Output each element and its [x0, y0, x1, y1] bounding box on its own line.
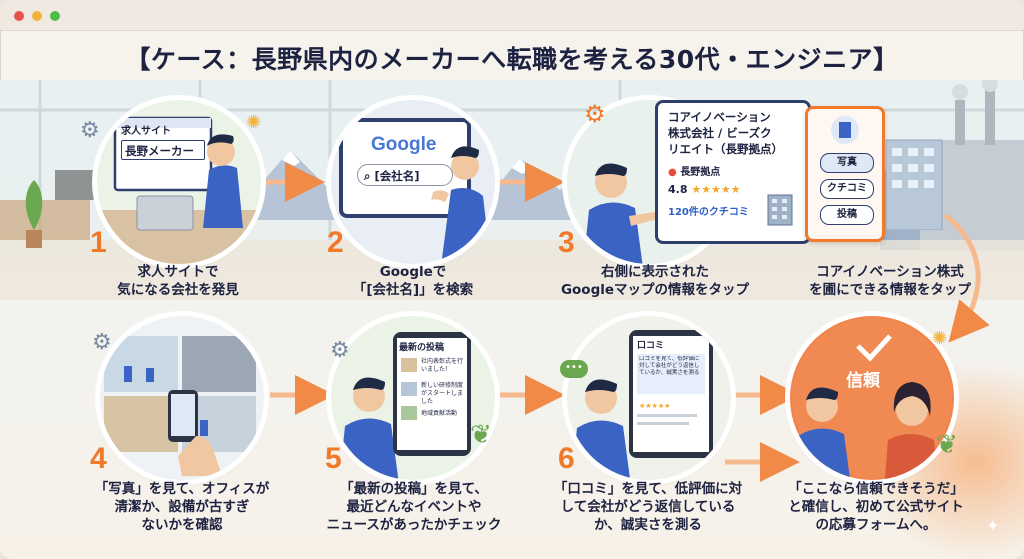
building-icon: [831, 116, 859, 144]
plant-icon: ❦: [470, 420, 492, 450]
job-site-search[interactable]: 長野メーカー: [121, 140, 205, 160]
lightbulb-icon: ✺: [246, 112, 262, 133]
photos-grid-scene: [104, 336, 256, 476]
business-name: コアイノベーション 株式会社 / ビーズク リエイト（長野拠点）: [668, 109, 783, 157]
latest-posts-heading: 最新の投稿: [399, 343, 445, 353]
step-4-caption-line-3: ないかを確認: [141, 517, 223, 533]
page-title: 【ケース：長野県内のメーカーへ転職を考える30代・エンジニア】: [125, 45, 899, 74]
window-titlebar: [0, 0, 1024, 31]
step-1-number: 1: [90, 226, 107, 259]
google-logo: Google: [371, 134, 437, 155]
lightbulb-icon: ✺: [932, 328, 948, 349]
step-7-illustration: 信頼: [790, 316, 954, 480]
business-name-line-2: 株式会社 / ビーズク: [668, 126, 772, 140]
step-2-caption-line-2: 「[会社名]」を検索: [352, 282, 474, 298]
chat-bubble-icon: •••: [560, 360, 588, 378]
step-1-caption: 求人サイトで 気になる会社を発見: [88, 263, 268, 299]
step-6-illustration: ★★★★★ 口コミ 口コミを見て、低評価に対して会社がどう返信しているか、誠実さ…: [567, 316, 731, 480]
step-2-caption-line-1: Googleで: [379, 264, 447, 280]
step-7-caption: 「ここなら信頼できそうだ」 と確信し、初めて公式サイト の応募フォームへ。: [776, 480, 976, 534]
minimize-window-button[interactable]: [32, 11, 42, 21]
step-1-caption-line-1: 求人サイトで: [137, 264, 219, 280]
office-building-icon: [767, 194, 793, 226]
step-5-illustration: 最新の投稿 社内表彰式を行いました！ 新しい研修制度がスタートしました 地域貢献…: [331, 316, 495, 480]
google-search-input[interactable]: ⌕ [会社名]: [357, 164, 453, 186]
step-2-number: 2: [327, 226, 344, 259]
plant-icon: ❦: [936, 430, 958, 460]
business-stars: ★★★★★: [691, 183, 741, 196]
step-4-caption: 「写真」を見て、オフィスが 清潔か、設備が古すぎ ないかを確認: [84, 480, 280, 534]
business-name-line-1: コアイノベーション: [668, 110, 771, 124]
trust-scene: [792, 318, 952, 480]
business-location-row: ● 長野拠点: [668, 163, 720, 178]
map-pin-icon: ●: [668, 167, 677, 178]
step-6-caption-line-3: か、誠実さを測る: [594, 517, 702, 533]
step-3b-caption-line-2: を圃にできる情報をタップ: [809, 282, 971, 298]
step-7-caption-line-3: の応募フォームへ。: [815, 517, 937, 533]
business-location: 長野拠点: [680, 167, 721, 178]
close-window-button[interactable]: [14, 11, 24, 21]
step-4-illustration: [100, 316, 264, 480]
step-5-caption-line-2: 最近どんなイベントや: [346, 499, 482, 515]
gear-icon: ⚙: [92, 330, 112, 355]
step-3b-caption-line-1: コアイノベーション株式: [816, 264, 964, 280]
step-1-illustration: 求人サイト 長野メーカー: [97, 100, 261, 264]
reviews-scene: ★★★★★: [571, 330, 713, 480]
step-1-caption-line-2: 気になる会社を発見: [117, 282, 239, 298]
reviews-heading: 口コミ: [637, 341, 665, 351]
business-rating: 4.8: [668, 183, 688, 196]
step-6-number: 6: [558, 442, 575, 475]
business-reviews-link[interactable]: 120件のクチコミ: [668, 207, 749, 218]
step-5-caption: 「最新の投稿」を見て、 最近どんなイベントや ニュースがあったかチェック: [316, 480, 512, 534]
reviews-button[interactable]: クチコミ: [820, 179, 874, 199]
step-3-number: 3: [558, 226, 575, 259]
step-3-caption-line-1: 右側に表示された: [601, 264, 709, 280]
step-5-caption-line-3: ニュースがあったかチェック: [326, 517, 502, 533]
posts-button[interactable]: 投稿: [820, 205, 874, 225]
maximize-window-button[interactable]: [50, 11, 60, 21]
gear-icon: ⚙: [330, 338, 350, 363]
business-name-line-3: リエイト（長野拠点）: [668, 142, 783, 156]
step-4-number: 4: [90, 442, 107, 475]
post-item-3[interactable]: 地域貢献活動: [421, 410, 458, 417]
step-6-caption: 「口コミ」を見て、低評価に対 して会社がどう返信している か、誠実さを測る: [548, 480, 748, 534]
post-item-2[interactable]: 新しい研修制度がスタートしました: [421, 382, 464, 405]
step-3-caption-line-2: Googleマップの情報をタップ: [560, 282, 750, 298]
google-search-value: [会社名]: [374, 169, 420, 183]
step-4-caption-line-1: 「写真」を見て、オフィスが: [94, 481, 270, 497]
search-icon: ⌕: [364, 169, 371, 183]
step-6-caption-line-1: 「口コミ」を見て、低評価に対: [553, 481, 743, 497]
job-site-heading: 求人サイト: [121, 126, 171, 137]
step-7-caption-line-2: と確信し、初めて公式サイト: [788, 499, 964, 515]
company-building: [885, 139, 943, 230]
step-6-caption-line-2: して会社がどう返信している: [560, 499, 736, 515]
step-5-number: 5: [325, 442, 342, 475]
business-actions-panel: 写真 クチコミ 投稿: [805, 106, 885, 242]
business-rating-row: 4.8 ★★★★★: [668, 183, 741, 196]
photos-button[interactable]: 写真: [820, 153, 874, 173]
gear-icon: ⚙: [584, 100, 606, 128]
step-4-caption-line-2: 清潔か、設備が古すぎ: [114, 499, 250, 515]
arrow-right-down: [943, 213, 990, 343]
post-item-1[interactable]: 社内表彰式を行いました！: [421, 358, 464, 373]
sparkle-icon: ✦: [986, 516, 1000, 535]
step-3b-caption: コアイノベーション株式 を圃にできる情報をタップ: [790, 263, 990, 299]
review-text: 口コミを見て、低評価に対して会社がどう返信しているか、誠実さを測る: [639, 356, 700, 376]
gear-icon: ⚙: [80, 118, 100, 143]
business-profile-panel: コアイノベーション 株式会社 / ビーズク リエイト（長野拠点） ● 長野拠点 …: [655, 100, 811, 244]
svg-text:★★★★★: ★★★★★: [639, 402, 670, 410]
step-5-caption-line-1: 「最新の投稿」を見て、: [340, 481, 488, 497]
step-2-illustration: Google ⌕ [会社名]: [331, 100, 495, 264]
step-7-caption-line-1: 「ここなら信頼できそうだ」: [788, 481, 964, 497]
step-2-caption: Googleで 「[会社名]」を検索: [323, 263, 503, 299]
step-3-caption: 右側に表示された Googleマップの情報をタップ: [550, 263, 760, 299]
trust-badge: 信頼: [846, 371, 880, 391]
